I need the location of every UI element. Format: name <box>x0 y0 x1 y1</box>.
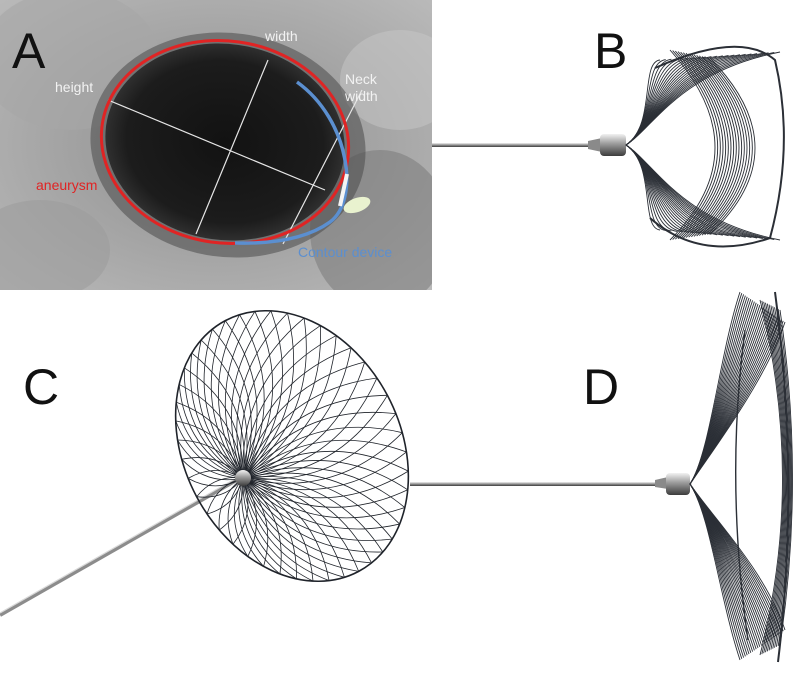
panel-b-device <box>432 45 785 248</box>
panel-c-device <box>0 309 410 617</box>
label-neck-line2: width <box>345 88 378 104</box>
label-width: width <box>265 28 298 44</box>
label-height: height <box>55 79 94 95</box>
label-contour-device: Contour device <box>298 244 393 260</box>
label-aneurysm: aneurysm <box>36 177 98 193</box>
panel-letter-c: C <box>23 359 60 415</box>
panel-letter-b: B <box>594 23 628 79</box>
label-neck-line1: Neck <box>345 71 377 87</box>
panel-a-image <box>0 0 432 290</box>
panel-letter-a: A <box>12 23 46 79</box>
panel-d-device <box>410 291 793 663</box>
panel-letter-d: D <box>583 359 620 415</box>
